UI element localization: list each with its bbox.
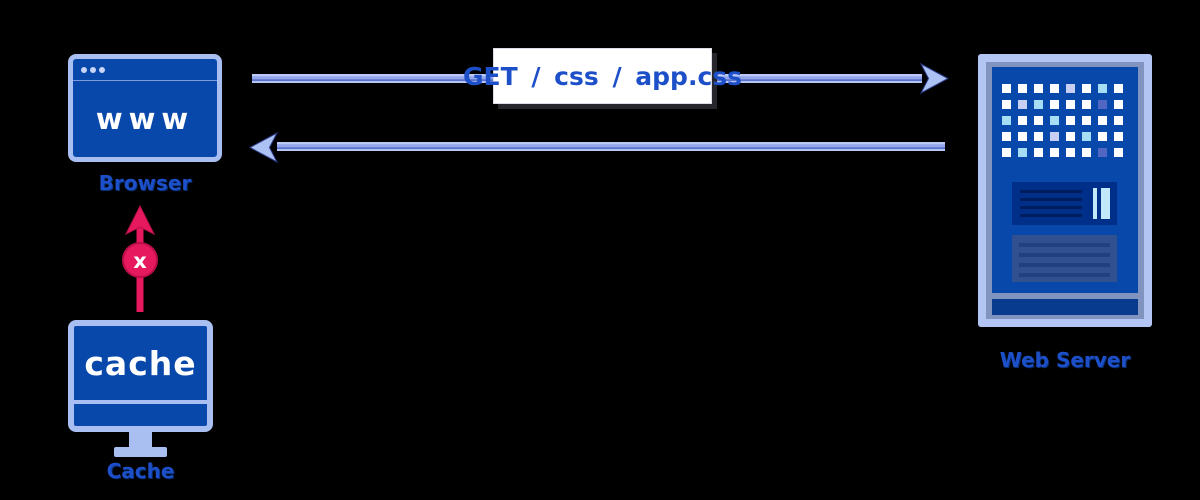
led-square [1018,84,1027,93]
drive-slot-line [1020,198,1082,201]
led-square [1066,116,1075,125]
server-vent-panel [1012,235,1117,282]
led-square [1098,148,1107,157]
vent-stripe [1019,253,1110,257]
vent-stripe [1019,243,1110,247]
led-square [1082,84,1091,93]
server-frame [986,62,1144,319]
led-square [1114,132,1123,141]
led-square [1034,116,1043,125]
window-dot-icon [81,66,87,73]
led-square [1034,84,1043,93]
led-square [1066,84,1075,93]
led-square [1066,148,1075,157]
led-square [1098,132,1107,141]
server-label: Web Server [999,348,1131,372]
drive-slot-line [1020,190,1082,193]
led-square [1018,132,1027,141]
browser-window-icon: www [68,54,222,162]
led-square [1066,132,1075,141]
response-arrow [248,131,945,164]
server-drive-bay [1012,182,1117,225]
led-square [1034,148,1043,157]
drive-indicator-bar [1093,188,1097,219]
request-label-box: GET / css / app.css [463,48,742,104]
led-square [1018,148,1027,157]
led-square [1082,116,1091,125]
led-square [1002,84,1011,93]
monitor-separator [74,400,207,404]
window-dot-icon [90,66,96,73]
vent-stripe [1019,273,1110,277]
server-rack-icon [978,54,1152,327]
cache-screen-text: cache [84,343,197,383]
led-square [1082,132,1091,141]
server-front-panel [992,67,1138,293]
browser-titlebar [73,59,217,81]
drive-indicator-bar [1101,188,1110,219]
monitor-stand-neck [129,431,152,449]
monitor-stand-base [114,447,167,457]
led-square [1114,84,1123,93]
browser-screen-text: www [95,102,195,136]
cache-miss-x-label: x [133,249,147,273]
led-square [1002,116,1011,125]
led-square [1082,100,1091,109]
led-square [1082,148,1091,157]
led-square [1050,116,1059,125]
led-square [1002,100,1011,109]
led-square [1018,100,1027,109]
led-square [1018,116,1027,125]
led-square [1050,100,1059,109]
server-base-bar [992,299,1138,315]
window-dot-icon [99,66,105,73]
led-square [1098,84,1107,93]
led-square [1034,100,1043,109]
led-square [1002,148,1011,157]
cache-monitor-icon: cache [68,320,213,432]
cache-label: Cache [106,459,175,483]
drive-slot-line [1020,206,1082,209]
cache-miss-arrow: x [122,204,158,312]
led-square [1050,148,1059,157]
led-square [1050,132,1059,141]
cache-miss-badge [122,242,158,278]
led-square [1066,100,1075,109]
request-label: GET / css / app.css [462,61,743,91]
led-square [1114,100,1123,109]
led-square [1114,148,1123,157]
led-square [1098,116,1107,125]
led-square [1050,84,1059,93]
drive-slot-line [1020,214,1082,217]
server-led-grid [1002,84,1123,157]
browser-label: Browser [98,171,192,195]
led-square [1034,132,1043,141]
led-square [1114,116,1123,125]
vent-stripe [1019,263,1110,267]
led-square [1002,132,1011,141]
led-square [1098,100,1107,109]
